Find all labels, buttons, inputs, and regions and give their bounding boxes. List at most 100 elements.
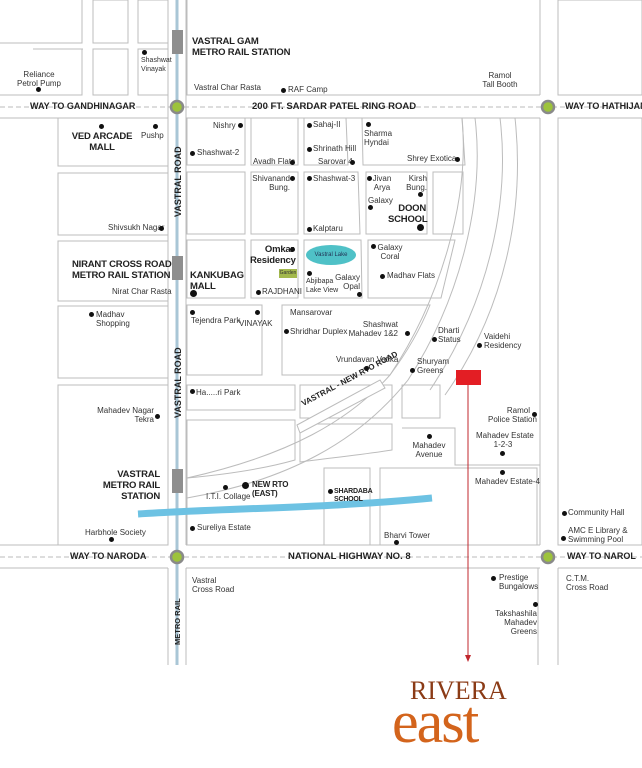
bharvi-marker [394, 540, 399, 545]
rajdhani-label: RAJDHANI [262, 287, 303, 296]
takshashila-marker [533, 602, 538, 607]
madhav-shopping-marker [89, 312, 94, 317]
kalptaru-marker [307, 227, 312, 232]
kankubag-label: KANKUBAG MALL [190, 270, 244, 292]
vastral-lake-label: Vastral Lake [314, 252, 348, 258]
mahadev-avenue-marker [427, 434, 432, 439]
galaxy-opal-marker [357, 292, 362, 297]
mahadev-estate-label: Mahadev Estate 1-2-3 [476, 431, 534, 449]
iti-marker [223, 485, 228, 490]
community-label: Community Hall [568, 508, 625, 517]
dharti-marker [432, 337, 437, 342]
tejendra-marker [190, 310, 195, 315]
shrinath-label: Shrinath Hill [313, 144, 357, 153]
metro-rail-label: METRO RAIL [173, 598, 182, 645]
mahadev-estate4-marker [500, 470, 505, 475]
shashwat3-label: Shashwat-3 [313, 174, 356, 183]
amc-marker [561, 536, 566, 541]
harbhole-marker [109, 537, 114, 542]
reliance-marker [36, 87, 41, 92]
shridhar-marker [284, 329, 289, 334]
amc-label: AMC E Library & Swimming Pool [568, 526, 628, 544]
ring-road-label: 200 FT. SARDAR PATEL RING ROAD [252, 101, 417, 112]
takshashila-label: Takshashila Mahadev Greens [495, 609, 537, 636]
raf-camp-marker [281, 88, 286, 93]
sureliya-marker [190, 526, 195, 531]
galaxy-coral-marker [371, 244, 376, 249]
raf-camp-label: RAF Camp [288, 85, 328, 94]
sarovar-marker [350, 160, 355, 165]
shuryam-marker [410, 368, 415, 373]
ved-arcade-marker [99, 124, 104, 129]
shashwat2-marker [190, 151, 195, 156]
madhav-shopping-label: Madhav Shopping [96, 310, 130, 328]
shivanand-label: Shivanand Bung. [252, 174, 290, 192]
vaidehi-marker [477, 343, 482, 348]
way-to-naroda-label: WAY TO NARODA [70, 551, 147, 561]
shivsukh-label: Shivsukh Nagar [108, 223, 165, 232]
avadh-label: Avadh Flats [253, 157, 296, 166]
abjibapa-marker [307, 271, 312, 276]
vinayak-marker [255, 310, 260, 315]
vastral-gam-station-label: VASTRAL GAM METRO RAIL STATION [192, 36, 291, 58]
ctm-label: C.T.M. Cross Road [566, 574, 609, 592]
shashwat-mahadev-label: Shashwat Mahadev 1&2 [348, 320, 398, 338]
nirat-char-label: Nirat Char Rasta [112, 287, 172, 296]
sharma-label: Sharma Hyndai [364, 129, 393, 147]
dharti-label: Dharti Status [438, 326, 461, 344]
kirsh-marker [418, 192, 423, 197]
shardaba-marker [328, 489, 333, 494]
vastral-road-upper-label: VASTRAL ROAD [173, 146, 183, 217]
shrinath-marker [307, 147, 312, 152]
new-rto-label: NEW RTO (EAST) [252, 480, 289, 498]
madhav-flats-marker [380, 274, 385, 279]
way-to-hathijan-label: WAY TO HATHIJAN [565, 101, 642, 111]
vastral-station-label: VASTRAL METRO RAIL STATION [102, 469, 160, 502]
sarovar-label: Sarovar 4 [318, 157, 353, 166]
tejendra-label: Tejendra Park [191, 316, 241, 325]
shashwat-vinayak-marker [142, 50, 147, 55]
mahadev-estate-marker [500, 451, 505, 456]
mahadev-estate4-label: Mahadev Estate-4 [475, 477, 540, 486]
shashwat3-marker [307, 176, 312, 181]
sahaj-label: Sahaj-II [313, 120, 341, 129]
vinayak-label: VINAYAK [239, 319, 273, 328]
shardaba-label: SHARDABA SCHOOL [334, 488, 373, 503]
vastral-char-rasta-label: Vastral Char Rasta [194, 83, 261, 92]
galaxy-marker [368, 205, 373, 210]
rajdhani-marker [256, 290, 261, 295]
shashwat-vinayak-label: Shashwat Vinayak [141, 57, 172, 73]
harikrishna-label: Ha.....ri Park [196, 388, 241, 397]
pushp-marker [153, 124, 158, 129]
prestige-label: Prestige Bungalows [499, 573, 539, 591]
ramol-police-label: Ramol Police Station [488, 406, 537, 424]
mahadev-nagar-marker [155, 414, 160, 419]
galaxy-coral-label: Galaxy Coral [377, 243, 403, 261]
omkar-label: Omkar Residency [250, 244, 296, 266]
mahadev-avenue-label: Mahadev Avenue [412, 441, 446, 459]
shuryam-label: Shuryam Greens [417, 357, 450, 375]
community-marker [562, 511, 567, 516]
sahaj-marker [307, 123, 312, 128]
brand-line2: east [392, 689, 479, 755]
reliance-label: Reliance Petrol Pump [16, 70, 62, 88]
pushp-label: Pushp [141, 131, 164, 140]
ramol-police-marker [532, 412, 537, 417]
rivera-east-logo: RIVERA east [392, 676, 542, 756]
kankubag-marker [190, 290, 197, 297]
harikrishna-marker [190, 389, 195, 394]
shrey-label: Shrey Exotica [407, 154, 457, 163]
vaidehi-label: Vaidehi Residency [484, 332, 522, 350]
garden-badge: Garden [279, 269, 297, 278]
omkar-marker [290, 247, 295, 252]
shivanand-marker [290, 176, 295, 181]
nishry-label: Nishry [213, 121, 236, 130]
galaxy-opal-label: Galaxy Opal [335, 273, 360, 291]
highway-label: NATIONAL HIGHWAY NO. 8 [288, 551, 411, 562]
avadh-marker [290, 160, 295, 165]
nishry-marker [238, 123, 243, 128]
doon-school-marker [417, 224, 424, 231]
way-to-narol-label: WAY TO NAROL [567, 551, 636, 561]
brand-line1: RIVERA [410, 676, 507, 705]
